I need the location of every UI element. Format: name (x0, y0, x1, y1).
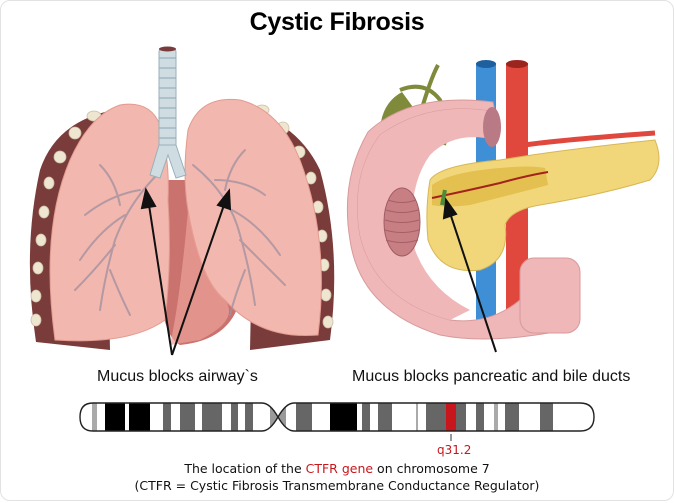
chromosome-band (476, 403, 484, 431)
lungs-caption: Mucus blocks airway`s (97, 368, 258, 385)
chromosome-band (202, 403, 222, 431)
ctfr-gene-highlight: CTFR gene (305, 461, 374, 476)
chromosome-band (129, 403, 150, 431)
band-label-q31-2: q31.2 (437, 443, 472, 457)
chromosome-band (378, 403, 392, 431)
digestive-caption: Mucus blocks pancreatic and bile ducts (352, 368, 631, 385)
chromosome-band (416, 403, 418, 431)
chromosome-band (540, 403, 553, 431)
chromosome-band (180, 403, 195, 431)
chromosome-band (330, 403, 357, 431)
band-q31-2-highlight (446, 403, 456, 431)
chromosome-band (92, 403, 97, 431)
arrow-icon (140, 187, 232, 356)
chromosome-band (105, 403, 125, 431)
chromosome-band (231, 403, 238, 431)
footer-text: The location of the (184, 461, 306, 476)
arrow-icon (442, 197, 497, 353)
chromosome-band (362, 403, 370, 431)
chromosome-band (456, 403, 466, 431)
chromosome-band (505, 403, 519, 431)
ctfr-definition-text: (CTFR = Cystic Fibrosis Transmembrane Co… (134, 478, 540, 493)
chromosome-band (494, 403, 498, 431)
figure-title: Cystic Fibrosis (249, 8, 425, 36)
chromosome-band (245, 403, 253, 431)
chromosome-band (426, 403, 446, 431)
trachea-icon (149, 46, 187, 179)
gene-location-text: The location of the CTFR gene on chromos… (0, 461, 674, 476)
right-lung-icon (184, 98, 322, 337)
footer-text: on chromosome 7 (373, 461, 490, 476)
chromosome-band (296, 403, 312, 431)
chromosome-band (163, 403, 171, 431)
